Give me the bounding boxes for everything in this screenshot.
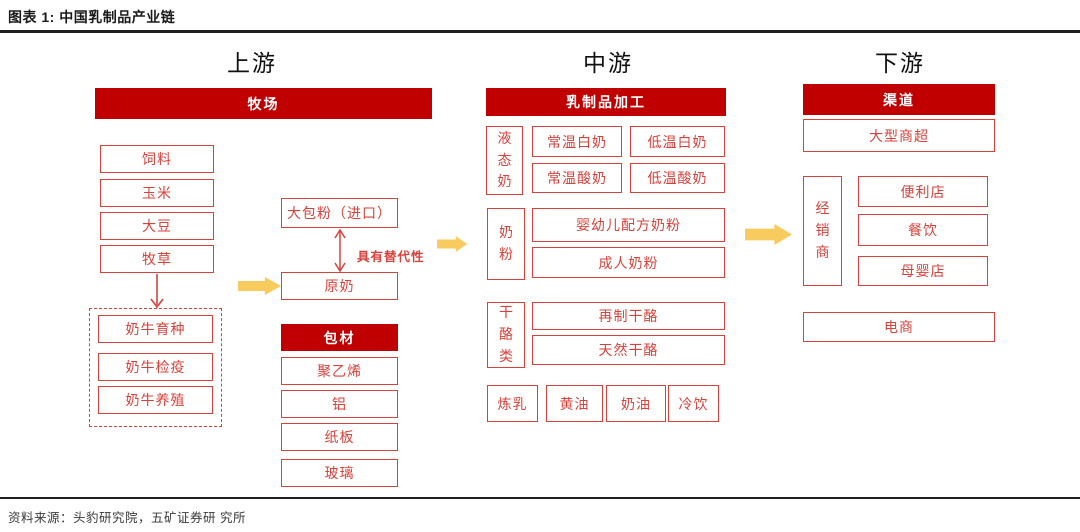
box-adult-powder: 成人奶粉 bbox=[532, 247, 725, 278]
box-bulk-powder-import: 大包粉（进口） bbox=[281, 198, 398, 228]
column-header-upstream: 上游 bbox=[227, 50, 277, 76]
bottom-rule bbox=[0, 497, 1080, 499]
box-cattle-farming: 奶牛养殖 bbox=[98, 386, 213, 414]
box-distributor: 经销商 bbox=[803, 176, 842, 286]
flow-arrow-downstream-icon bbox=[745, 224, 792, 245]
box-feed: 饲料 bbox=[100, 145, 214, 173]
box-processed-cheese: 再制干酪 bbox=[532, 302, 725, 330]
box-convenience-store: 便利店 bbox=[858, 176, 988, 207]
box-catering: 餐饮 bbox=[858, 214, 988, 246]
box-cheese-category-label: 干酪类 bbox=[498, 304, 513, 364]
column-header-downstream: 下游 bbox=[875, 50, 925, 76]
box-mother-baby-store: 母婴店 bbox=[858, 256, 988, 286]
box-paperboard: 纸板 bbox=[281, 423, 398, 451]
figure-title: 图表 1: 中国乳制品产业链 bbox=[8, 9, 176, 25]
box-cream: 奶油 bbox=[606, 385, 666, 422]
box-butter: 黄油 bbox=[546, 385, 603, 422]
box-infant-formula: 婴幼儿配方奶粉 bbox=[532, 208, 725, 242]
box-raw-milk: 原奶 bbox=[281, 272, 398, 300]
box-glass: 玻璃 bbox=[281, 459, 398, 487]
flow-arrow-midstream-icon bbox=[437, 236, 467, 252]
box-aluminum: 铝 bbox=[281, 390, 398, 418]
box-corn: 玉米 bbox=[100, 179, 214, 207]
box-liquid-milk: 液态奶 bbox=[486, 126, 523, 195]
box-chilled-white-milk: 低温白奶 bbox=[630, 126, 725, 157]
box-polyethylene: 聚乙烯 bbox=[281, 357, 398, 385]
arrow-down-icon bbox=[150, 274, 164, 308]
box-ambient-yogurt: 常温酸奶 bbox=[532, 163, 622, 193]
note-substitutability: 具有替代性 bbox=[357, 250, 425, 264]
box-hypermarket: 大型商超 bbox=[803, 119, 995, 152]
source-note: 资料来源：头豹研究院，五矿证券研 究所 bbox=[8, 511, 246, 525]
banner-packaging: 包材 bbox=[281, 324, 398, 351]
box-cattle-breeding: 奶牛育种 bbox=[98, 315, 213, 343]
box-cheese-category: 干酪类 bbox=[487, 302, 525, 368]
box-cattle-quarantine: 奶牛检疫 bbox=[98, 353, 213, 381]
column-header-midstream: 中游 bbox=[583, 50, 633, 76]
box-soybean: 大豆 bbox=[100, 212, 214, 240]
box-ecommerce: 电商 bbox=[803, 312, 995, 342]
box-natural-cheese: 天然干酪 bbox=[532, 335, 725, 365]
box-cold-drinks: 冷饮 bbox=[668, 385, 719, 422]
top-rule bbox=[0, 30, 1080, 33]
box-milk-powder-label: 奶粉 bbox=[498, 224, 513, 262]
box-distributor-label: 经销商 bbox=[815, 200, 830, 260]
box-condensed-milk: 炼乳 bbox=[487, 385, 538, 422]
banner-channel: 渠道 bbox=[803, 84, 995, 115]
banner-ranch: 牧场 bbox=[95, 88, 432, 119]
double-arrow-icon bbox=[334, 229, 346, 272]
box-ambient-white-milk: 常温白奶 bbox=[532, 126, 622, 157]
box-liquid-milk-label: 液态奶 bbox=[497, 129, 512, 190]
box-pasture-grass: 牧草 bbox=[100, 245, 214, 273]
box-chilled-yogurt: 低温酸奶 bbox=[630, 163, 725, 193]
box-milk-powder: 奶粉 bbox=[487, 208, 525, 280]
banner-dairy-processing: 乳制品加工 bbox=[486, 88, 726, 116]
flow-arrow-upstream-icon bbox=[238, 277, 281, 295]
